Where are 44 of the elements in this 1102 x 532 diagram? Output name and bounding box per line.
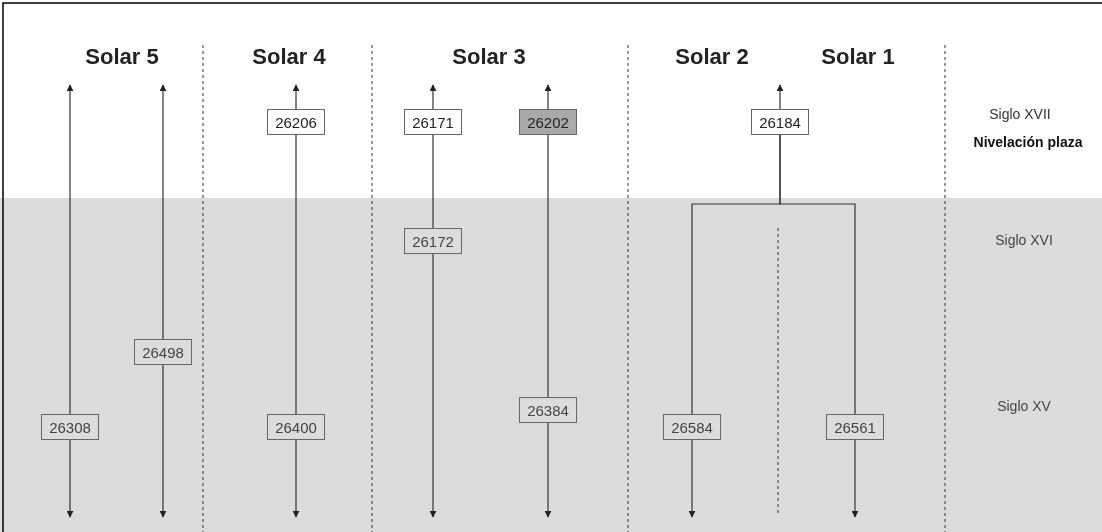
unit-box: [519, 109, 577, 135]
plot-heading: Solar 4: [252, 44, 326, 70]
arrow: [66, 84, 74, 415]
period-label: Siglo XVI: [995, 232, 1053, 248]
unit-box: [404, 228, 462, 254]
arrow: [159, 364, 167, 518]
unit-number: 26206: [275, 113, 317, 131]
plot-heading: Solar 1: [821, 44, 895, 70]
unit-box: [404, 109, 462, 135]
unit-box: [519, 397, 577, 423]
unit-box: [134, 339, 192, 365]
arrow: [851, 439, 859, 518]
unit-box: [663, 414, 721, 440]
unit-box: [41, 414, 99, 440]
unit-number: 26400: [275, 418, 317, 436]
unit-number: 26584: [671, 418, 713, 436]
unit-number: 26384: [527, 401, 569, 419]
unit-box: [826, 414, 884, 440]
phase-label: Nivelación plaza: [973, 134, 1083, 150]
unit-number: 26202: [527, 113, 569, 131]
plot-heading: Solar 3: [452, 44, 526, 70]
arrow: [292, 84, 300, 110]
arrow: [688, 439, 696, 518]
unit-box: [267, 109, 325, 135]
arrow: [66, 439, 74, 518]
unit-box: [267, 414, 325, 440]
unit-number: 26561: [834, 418, 876, 436]
period-label: Siglo XV: [997, 398, 1051, 414]
unit-number: 26184: [759, 113, 801, 131]
plot-heading: Solar 5: [85, 44, 159, 70]
arrow: [544, 422, 552, 518]
unit-number: 26308: [49, 418, 91, 436]
arrow: [159, 84, 167, 340]
unit-box: [751, 109, 809, 135]
period-label: Siglo XVII: [989, 106, 1051, 122]
arrow: [292, 439, 300, 518]
unit-number: 26172: [412, 232, 454, 250]
arrow: [429, 84, 437, 110]
arrow: [429, 253, 437, 518]
arrow: [544, 84, 552, 110]
plot-heading: Solar 2: [675, 44, 749, 70]
unit-number: 26171: [412, 113, 454, 131]
arrow: [776, 84, 784, 110]
unit-number: 26498: [142, 343, 184, 361]
